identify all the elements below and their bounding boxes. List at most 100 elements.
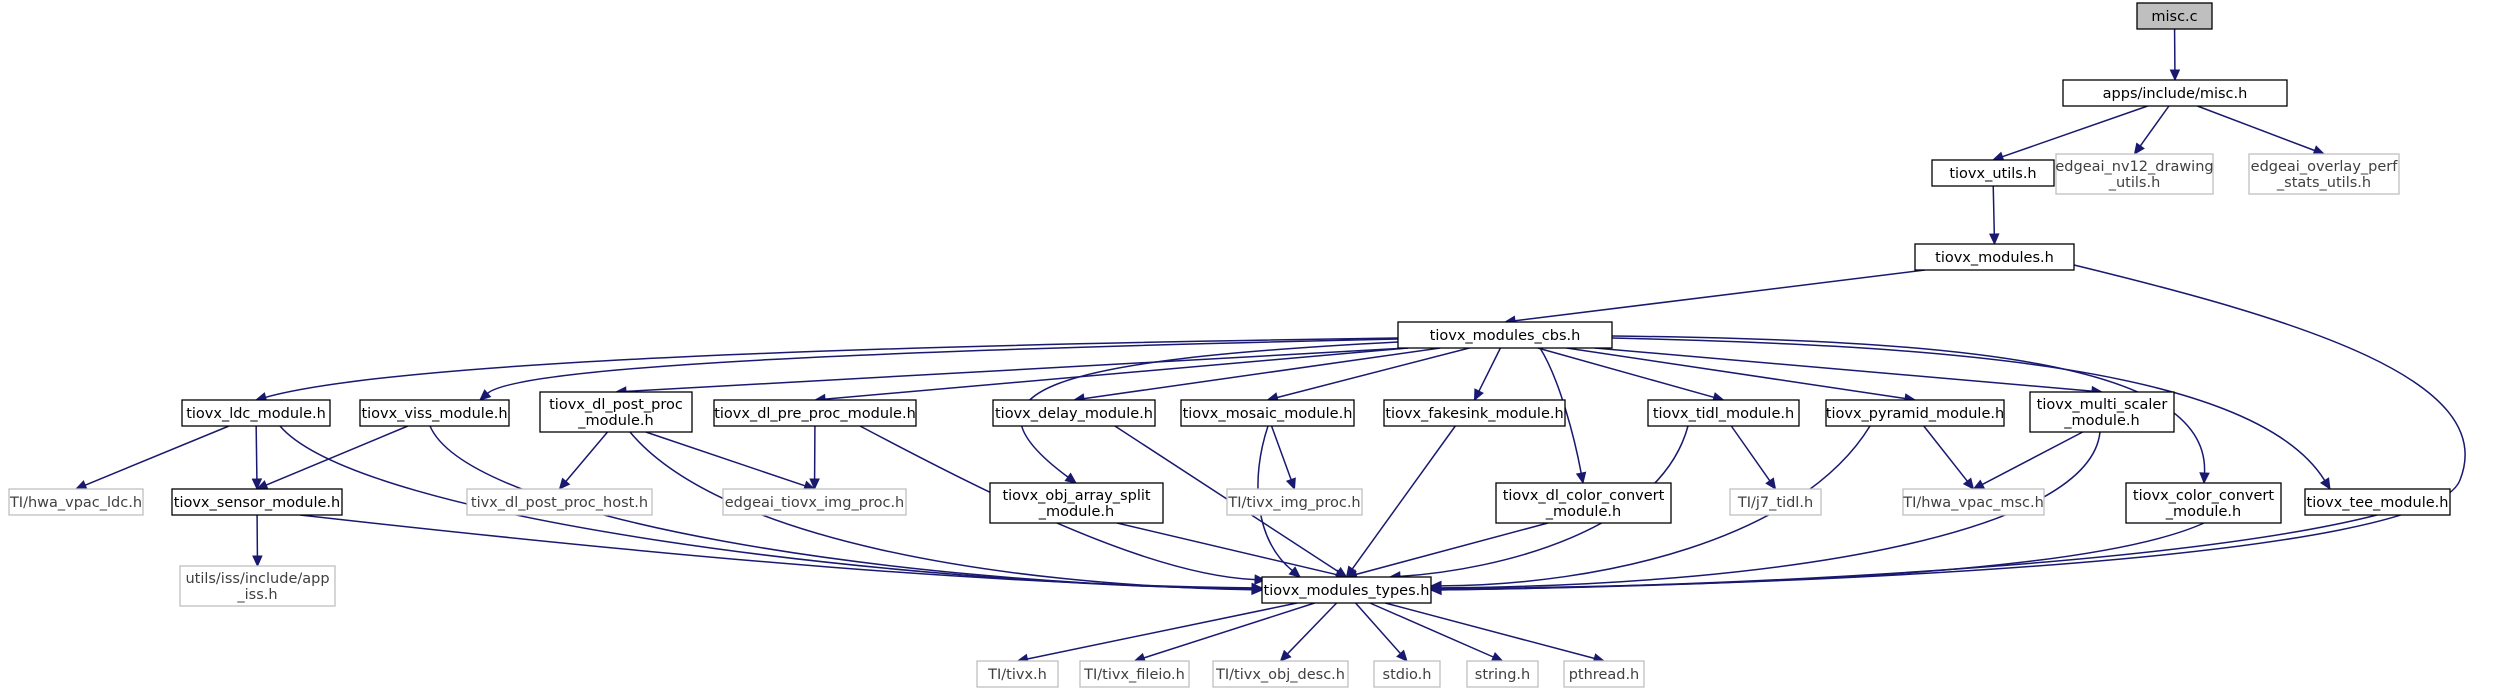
edge-modules_types-to-stdio_h bbox=[1355, 602, 1408, 662]
node-sensor-module[interactable]: tiovx_sensor_module.h bbox=[171, 488, 343, 516]
node-box bbox=[179, 565, 336, 607]
edge-line bbox=[299, 514, 1253, 589]
node-label: tiovx_fakesink_module.h bbox=[1385, 406, 1563, 422]
edge-ldc_module-to-hwa_vpac_ldc bbox=[74, 425, 230, 490]
node-box bbox=[2248, 153, 2400, 195]
arrowhead-icon bbox=[1334, 566, 1348, 578]
node-label: utils/iss/include/app bbox=[185, 571, 329, 587]
edge-dl_pre_proc-to-modules_types bbox=[859, 425, 1267, 585]
edge-line bbox=[1369, 602, 1494, 658]
edge-line bbox=[1027, 602, 1298, 660]
node-label: pthread.h bbox=[1569, 667, 1640, 683]
arrowhead-icon bbox=[1064, 472, 1077, 484]
node-label: TI/tivx_obj_desc.h bbox=[1215, 667, 1345, 683]
edge-line bbox=[1351, 425, 1456, 570]
node-box bbox=[1226, 488, 1363, 516]
edge-obj_array_split-to-modules_types bbox=[1116, 522, 1348, 580]
edge-line bbox=[255, 425, 258, 480]
arrowhead-icon bbox=[252, 555, 263, 568]
node-nv12-drawing: edgeai_nv12_drawing_utils.h bbox=[2055, 153, 2214, 195]
node-tidl-module[interactable]: tiovx_tidl_module.h bbox=[1647, 399, 1800, 427]
edge-line bbox=[265, 337, 1399, 399]
node-box bbox=[1383, 399, 1566, 427]
node-ldc-module[interactable]: tiovx_ldc_module.h bbox=[181, 399, 331, 427]
node-label: stdio.h bbox=[1383, 667, 1432, 683]
node-box bbox=[8, 488, 144, 516]
arrowhead-icon bbox=[1575, 471, 1587, 485]
edge-line bbox=[1539, 347, 1582, 474]
node-label: _utils.h bbox=[2108, 175, 2161, 191]
node-label: _module.h bbox=[577, 413, 653, 429]
node-modules-types[interactable]: tiovx_modules_types.h bbox=[1261, 576, 1432, 604]
edge-line bbox=[1992, 185, 1996, 235]
edge-tee_module-to-modules_types bbox=[1429, 514, 2378, 596]
edge-line bbox=[1270, 425, 1292, 480]
node-mosaic-module[interactable]: tiovx_mosaic_module.h bbox=[1180, 399, 1355, 427]
edge-line bbox=[1730, 425, 1771, 482]
node-hwa-vpac-ldc: TI/hwa_vpac_ldc.h bbox=[8, 488, 144, 516]
node-label: TI/tivx_img_proc.h bbox=[1227, 495, 1360, 511]
edge-line bbox=[1440, 425, 1871, 587]
node-dl-post-proc[interactable]: tiovx_dl_post_proc_module.h bbox=[539, 391, 693, 433]
node-dl-color-convert[interactable]: tiovx_dl_color_convert_module.h bbox=[1495, 482, 1672, 524]
node-tivx-h: TI/tivx.h bbox=[976, 660, 1059, 688]
node-label: tiovx_multi_scaler bbox=[2037, 397, 2168, 413]
node-label: tiovx_modules_types.h bbox=[1264, 583, 1430, 599]
edge-pyramid_module-to-hwa_vpac_msc bbox=[1923, 425, 1975, 490]
node-label: edgeai_nv12_drawing bbox=[2055, 159, 2213, 175]
arrowhead-icon bbox=[1254, 574, 1267, 585]
node-label: tiovx_sensor_module.h bbox=[174, 495, 340, 511]
node-misc-h[interactable]: apps/include/misc.h bbox=[2062, 79, 2288, 107]
node-modules-cbs[interactable]: tiovx_modules_cbs.h bbox=[1397, 321, 1613, 349]
node-label: tiovx_utils.h bbox=[1949, 166, 2036, 182]
node-label: TI/hwa_vpac_msc.h bbox=[1902, 495, 2044, 511]
node-color-convert[interactable]: tiovx_color_convert_module.h bbox=[2125, 482, 2282, 524]
node-label: _stats_utils.h bbox=[2276, 175, 2371, 191]
node-tivx-obj-desc: TI/tivx_obj_desc.h bbox=[1212, 660, 1349, 688]
edge-line bbox=[1083, 347, 1441, 400]
edge-line bbox=[1440, 431, 2101, 589]
edge-line bbox=[1355, 602, 1401, 654]
node-delay-module[interactable]: tiovx_delay_module.h bbox=[992, 399, 1156, 427]
node-tee-module[interactable]: tiovx_tee_module.h bbox=[2304, 488, 2451, 516]
node-overlay-perf: edgeai_overlay_perf_stats_utils.h bbox=[2248, 153, 2400, 195]
edge-modules_cbs-to-mosaic_module bbox=[1266, 347, 1470, 403]
node-tiovx-modules-h[interactable]: tiovx_modules.h bbox=[1914, 243, 2075, 271]
edge-dl_post_proc-to-img_proc bbox=[645, 431, 816, 491]
node-tiovx-utils-h[interactable]: tiovx_utils.h bbox=[1931, 159, 2055, 187]
node-label: tiovx_viss_module.h bbox=[361, 406, 507, 422]
edge-line bbox=[1356, 522, 1549, 576]
edge-modules_types-to-tivx_obj_desc bbox=[1279, 602, 1338, 662]
node-misc-c[interactable]: misc.c bbox=[2136, 2, 2213, 30]
node-app-iss: utils/iss/include/app_iss.h bbox=[179, 565, 336, 607]
node-label: edgeai_overlay_perf bbox=[2251, 159, 2399, 175]
node-fakesink-module[interactable]: tiovx_fakesink_module.h bbox=[1383, 399, 1566, 427]
arrowhead-icon bbox=[1288, 566, 1301, 578]
node-label: TI/hwa_vpac_ldc.h bbox=[9, 495, 142, 511]
node-box bbox=[2304, 488, 2451, 516]
edge-tiovx_modules_h-to-modules_types bbox=[1429, 264, 2466, 596]
edge-line bbox=[629, 431, 1253, 591]
node-box bbox=[171, 488, 343, 516]
arrowhead-icon bbox=[479, 389, 492, 401]
node-pyramid-module[interactable]: tiovx_pyramid_module.h bbox=[1825, 399, 2005, 427]
node-label: edgeai_tiovx_img_proc.h bbox=[725, 495, 905, 511]
node-dl-pre-proc[interactable]: tiovx_dl_pre_proc_module.h bbox=[713, 399, 917, 427]
node-j7-tidl: TI/j7_tidl.h bbox=[1729, 488, 1822, 516]
edge-tidl_module-to-j7_tidl bbox=[1730, 425, 1777, 491]
edge-line bbox=[1116, 522, 1337, 576]
node-obj-array-split[interactable]: tiovx_obj_array_split_module.h bbox=[989, 482, 1164, 524]
edge-line bbox=[1537, 347, 1715, 399]
edge-line bbox=[645, 431, 806, 487]
arrowhead-icon bbox=[1473, 388, 1484, 402]
node-label: tiovx_tee_module.h bbox=[2307, 495, 2449, 511]
edge-line bbox=[1514, 269, 1926, 322]
edge-sensor_module-to-modules_types bbox=[299, 514, 1264, 594]
arrowhead-icon bbox=[809, 478, 820, 491]
node-viss-module[interactable]: tiovx_viss_module.h bbox=[359, 399, 510, 427]
node-label: apps/include/misc.h bbox=[2103, 86, 2248, 102]
node-box bbox=[989, 482, 1164, 524]
node-multi-scaler[interactable]: tiovx_multi_scaler_module.h bbox=[2029, 391, 2175, 433]
edge-line bbox=[1143, 602, 1315, 659]
node-label: _module.h bbox=[2165, 504, 2241, 520]
